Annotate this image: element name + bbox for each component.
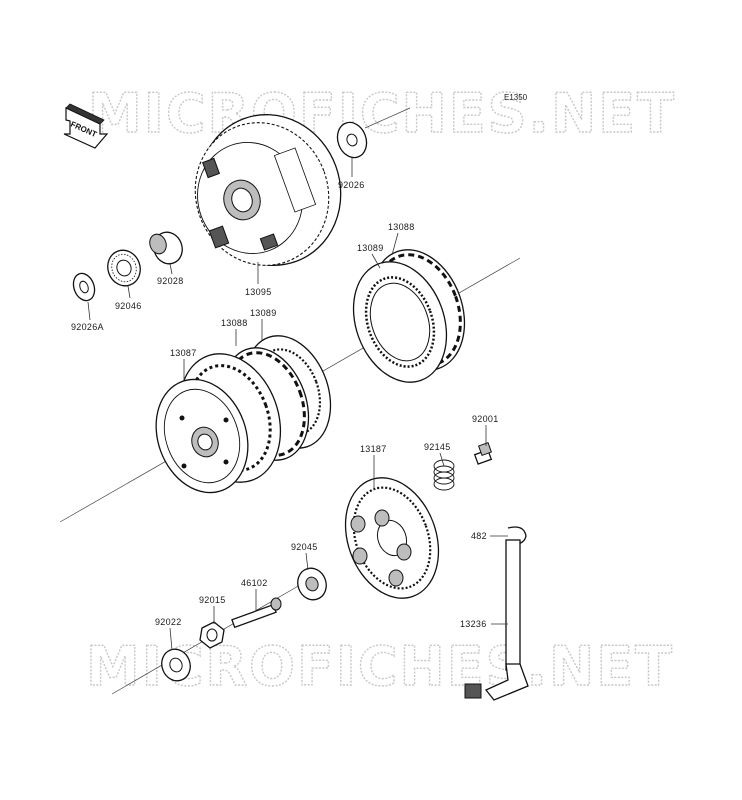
leader-92145 [439, 452, 445, 467]
spring-92145 [433, 459, 455, 491]
release-shaft-13236 [464, 539, 529, 701]
washer-92022 [161, 648, 191, 682]
leader-13089-top [371, 253, 381, 269]
bolt-92001 [473, 441, 493, 465]
bearing-92045 [297, 567, 327, 601]
washer-92026A [72, 272, 96, 302]
front-arrow-icon: FRONT [63, 103, 109, 149]
label-46102: 46102 [241, 578, 268, 588]
label-92045: 92045 [291, 542, 318, 552]
leader-92046 [127, 285, 131, 299]
clutch-housing [194, 114, 342, 266]
pushrod-46102 [231, 597, 282, 629]
label-13095: 13095 [245, 287, 272, 297]
label-92046: 92046 [115, 301, 142, 311]
leader-92028 [169, 263, 173, 275]
label-13187: 13187 [360, 444, 387, 454]
label-92015: 92015 [199, 595, 226, 605]
label-92022: 92022 [155, 617, 182, 627]
label-13087: 13087 [170, 348, 197, 358]
label-13088-top: 13088 [388, 222, 415, 232]
leader-92026A [87, 301, 91, 321]
label-13088-mid: 13088 [221, 318, 248, 328]
steel-plate-13089-upper [352, 261, 448, 383]
leader-92022 [169, 627, 173, 651]
label-92001: 92001 [472, 414, 499, 424]
leader-92045 [305, 552, 309, 571]
watermark-top: MICROFICHES.NET [88, 82, 676, 145]
label-92028: 92028 [157, 276, 184, 286]
washer-92026 [336, 121, 368, 159]
upper-axis-line [364, 107, 411, 129]
label-482: 482 [471, 531, 487, 541]
label-13089-top: 13089 [357, 243, 384, 253]
label-92026: 92026 [338, 180, 365, 190]
label-13236: 13236 [460, 619, 487, 629]
label-13089-mid: 13089 [250, 308, 277, 318]
sleeve-92028 [149, 231, 183, 265]
pressure-plate-13187 [344, 477, 440, 599]
clutch-hub-13087 [155, 353, 282, 494]
label-92145: 92145 [424, 442, 451, 452]
bearing-92046 [107, 249, 141, 287]
label-92026A: 92026A [71, 322, 104, 332]
diagram-code: E1350 [504, 93, 528, 102]
leader-13088-top [391, 232, 399, 256]
